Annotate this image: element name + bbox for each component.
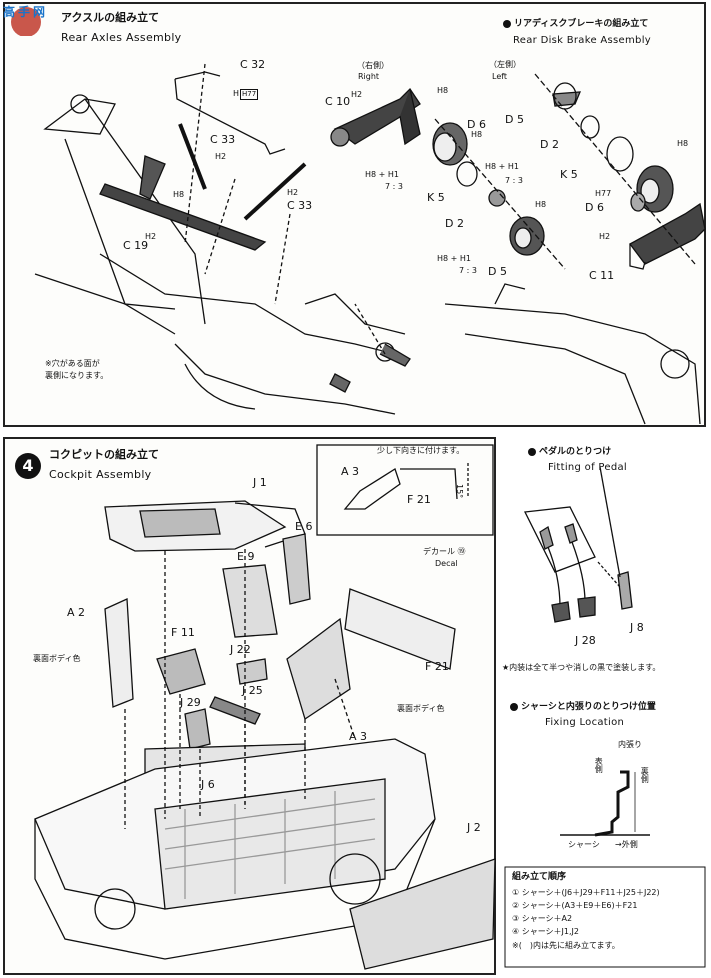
inset-note: 少し下向きに付けます。: [377, 446, 465, 455]
step-number-badge: 4: [15, 453, 41, 479]
hardware-combo-c: H8 + H1: [437, 254, 471, 263]
part-c33-a: C 33: [210, 133, 236, 146]
ratio-a: 7 : 3: [385, 182, 403, 191]
assembly-order-step-3: ③ シャーシ＋A2: [512, 914, 573, 923]
part-d6-b: D 6: [585, 201, 604, 214]
fixing-chassis-label: シャーシ: [568, 840, 600, 849]
hardware-h2-left: H2: [599, 232, 611, 241]
cockpit-title-en: Cockpit Assembly: [49, 468, 152, 481]
part-f11: F 11: [171, 626, 195, 639]
part-d2-a: D 2: [445, 217, 464, 230]
part-c19: C 19: [123, 239, 149, 252]
right-column: ペダルのとりつけ Fitting of Pedal J 28 J 8 ★内装は全…: [500, 437, 708, 975]
watermark-logo: 高 手 网: [0, 0, 60, 36]
fixing-back-label: 裏側: [640, 767, 650, 783]
part-d5-a: D 5: [488, 265, 507, 278]
left-side-label: Left: [492, 72, 508, 81]
pedal-title-jp: ペダルのとりつけ: [528, 447, 611, 457]
inset-angle: 15°: [455, 484, 465, 499]
ratio-c: 7 : 3: [459, 266, 477, 275]
part-c32: C 32: [240, 58, 266, 71]
fixing-front-label: 表側: [594, 757, 604, 773]
cockpit-panel: 4 コクピットの組み立て Cockpit Assembly 少し下向きに付けます…: [3, 437, 496, 975]
rear-brake-title-jp: リアディスクブレーキの組み立て: [503, 19, 648, 29]
assembly-order-title: 組み立て順序: [512, 872, 567, 882]
right-side-label-jp: （右側）: [357, 61, 389, 70]
part-j25: J 25: [242, 684, 263, 697]
ratio-b: 7 : 3: [505, 176, 523, 185]
part-f21: F 21: [425, 660, 449, 673]
cockpit-title-jp: コクピットの組み立て: [49, 448, 159, 461]
pedal-title-en: Fitting of Pedal: [548, 462, 627, 473]
rear-axle-title-jp: アクスルの組み立て: [61, 11, 160, 24]
hardware-combo-b: H8 + H1: [485, 162, 519, 171]
part-j29: J 29: [180, 696, 201, 709]
hardware-h8-a: H8: [437, 86, 449, 95]
bullet-icon: [510, 702, 518, 711]
hardware-h8: H8: [173, 190, 185, 199]
rear-axle-drawing: [34, 63, 706, 425]
part-j22: J 22: [230, 643, 251, 656]
svg-text:手: 手: [18, 4, 30, 19]
fixing-inner-label: 内張り: [618, 740, 642, 749]
part-c33-b: C 33: [287, 199, 313, 212]
cockpit-drawing: [34, 444, 496, 970]
decal-label-jp: デカール ⑲: [423, 547, 466, 556]
part-k5-b: K 5: [560, 168, 578, 181]
body-color-note-1: 裏面ボディ色: [33, 654, 81, 663]
part-a3-inset: A 3: [341, 465, 360, 478]
hardware-h2-c: H2: [287, 188, 299, 197]
part-a2: A 2: [67, 606, 86, 619]
hardware-combo-a: H8 + H1: [365, 170, 399, 179]
hardware-h8-b: H8: [471, 130, 483, 139]
svg-text:高: 高: [3, 4, 15, 19]
part-d6-a: D 6: [467, 118, 486, 131]
bullet-icon: [503, 19, 511, 28]
part-j2: J 2: [467, 821, 481, 834]
part-j28: J 28: [575, 634, 596, 647]
part-d2-b: D 2: [540, 138, 559, 151]
right-side-label: Right: [358, 72, 380, 81]
part-j8: J 8: [630, 621, 644, 634]
left-side-label-jp: （左側）: [489, 60, 521, 69]
decal-label-en: Decal: [435, 559, 458, 568]
assembly-order-step-2: ② シャーシ＋(A3＋E9＋E6)＋F21: [512, 901, 638, 910]
hardware-h2-right: H2: [351, 90, 363, 99]
hardware-h2-b: H2: [145, 232, 157, 241]
assembly-order-step-4: ④ シャーシ＋J1,J2: [512, 927, 579, 936]
part-j1: J 1: [253, 476, 267, 489]
part-e6: E 6: [295, 520, 313, 533]
rear-axle-title-en: Rear Axles Assembly: [61, 31, 182, 44]
hardware-h2-a: H2: [215, 152, 227, 161]
part-k5-a: K 5: [427, 191, 445, 204]
part-c10: C 10: [325, 95, 351, 108]
hardware-h8-d: H8: [677, 139, 689, 148]
hardware-h77-b: H77: [595, 189, 612, 198]
assembly-order-footnote: ※( )内は先に組み立てます。: [512, 941, 620, 950]
part-d5-b: D 5: [505, 113, 524, 126]
interior-paint-note: ★内装は全て半つや消しの黒で塗装します。: [502, 663, 661, 672]
part-j6: J 6: [201, 778, 215, 791]
body-color-note-2: 裏面ボディ色: [397, 704, 445, 713]
hardware-h8-c: H8: [535, 200, 547, 209]
pedal-fixing-drawing: [504, 466, 706, 968]
fixing-title-en: Fixing Location: [545, 717, 625, 728]
rear-brake-title-en: Rear Disk Brake Assembly: [513, 35, 651, 46]
fixing-outside-label: →外側: [615, 840, 638, 849]
bullet-icon: [528, 447, 536, 456]
part-a3: A 3: [349, 730, 368, 743]
part-e9: E 9: [237, 550, 255, 563]
assembly-order-step-1: ① シャーシ＋(J6＋J29＋F11＋J25＋J22): [512, 888, 660, 897]
rear-axle-note-1: ※穴がある面が: [45, 359, 100, 368]
svg-text:网: 网: [33, 5, 45, 19]
fixing-title-jp: シャーシと内張りのとりつけ位置: [510, 702, 656, 712]
rear-axle-note-2: 裏側になります。: [45, 371, 109, 380]
part-f21-inset: F 21: [407, 493, 431, 506]
part-c11: C 11: [589, 269, 615, 282]
